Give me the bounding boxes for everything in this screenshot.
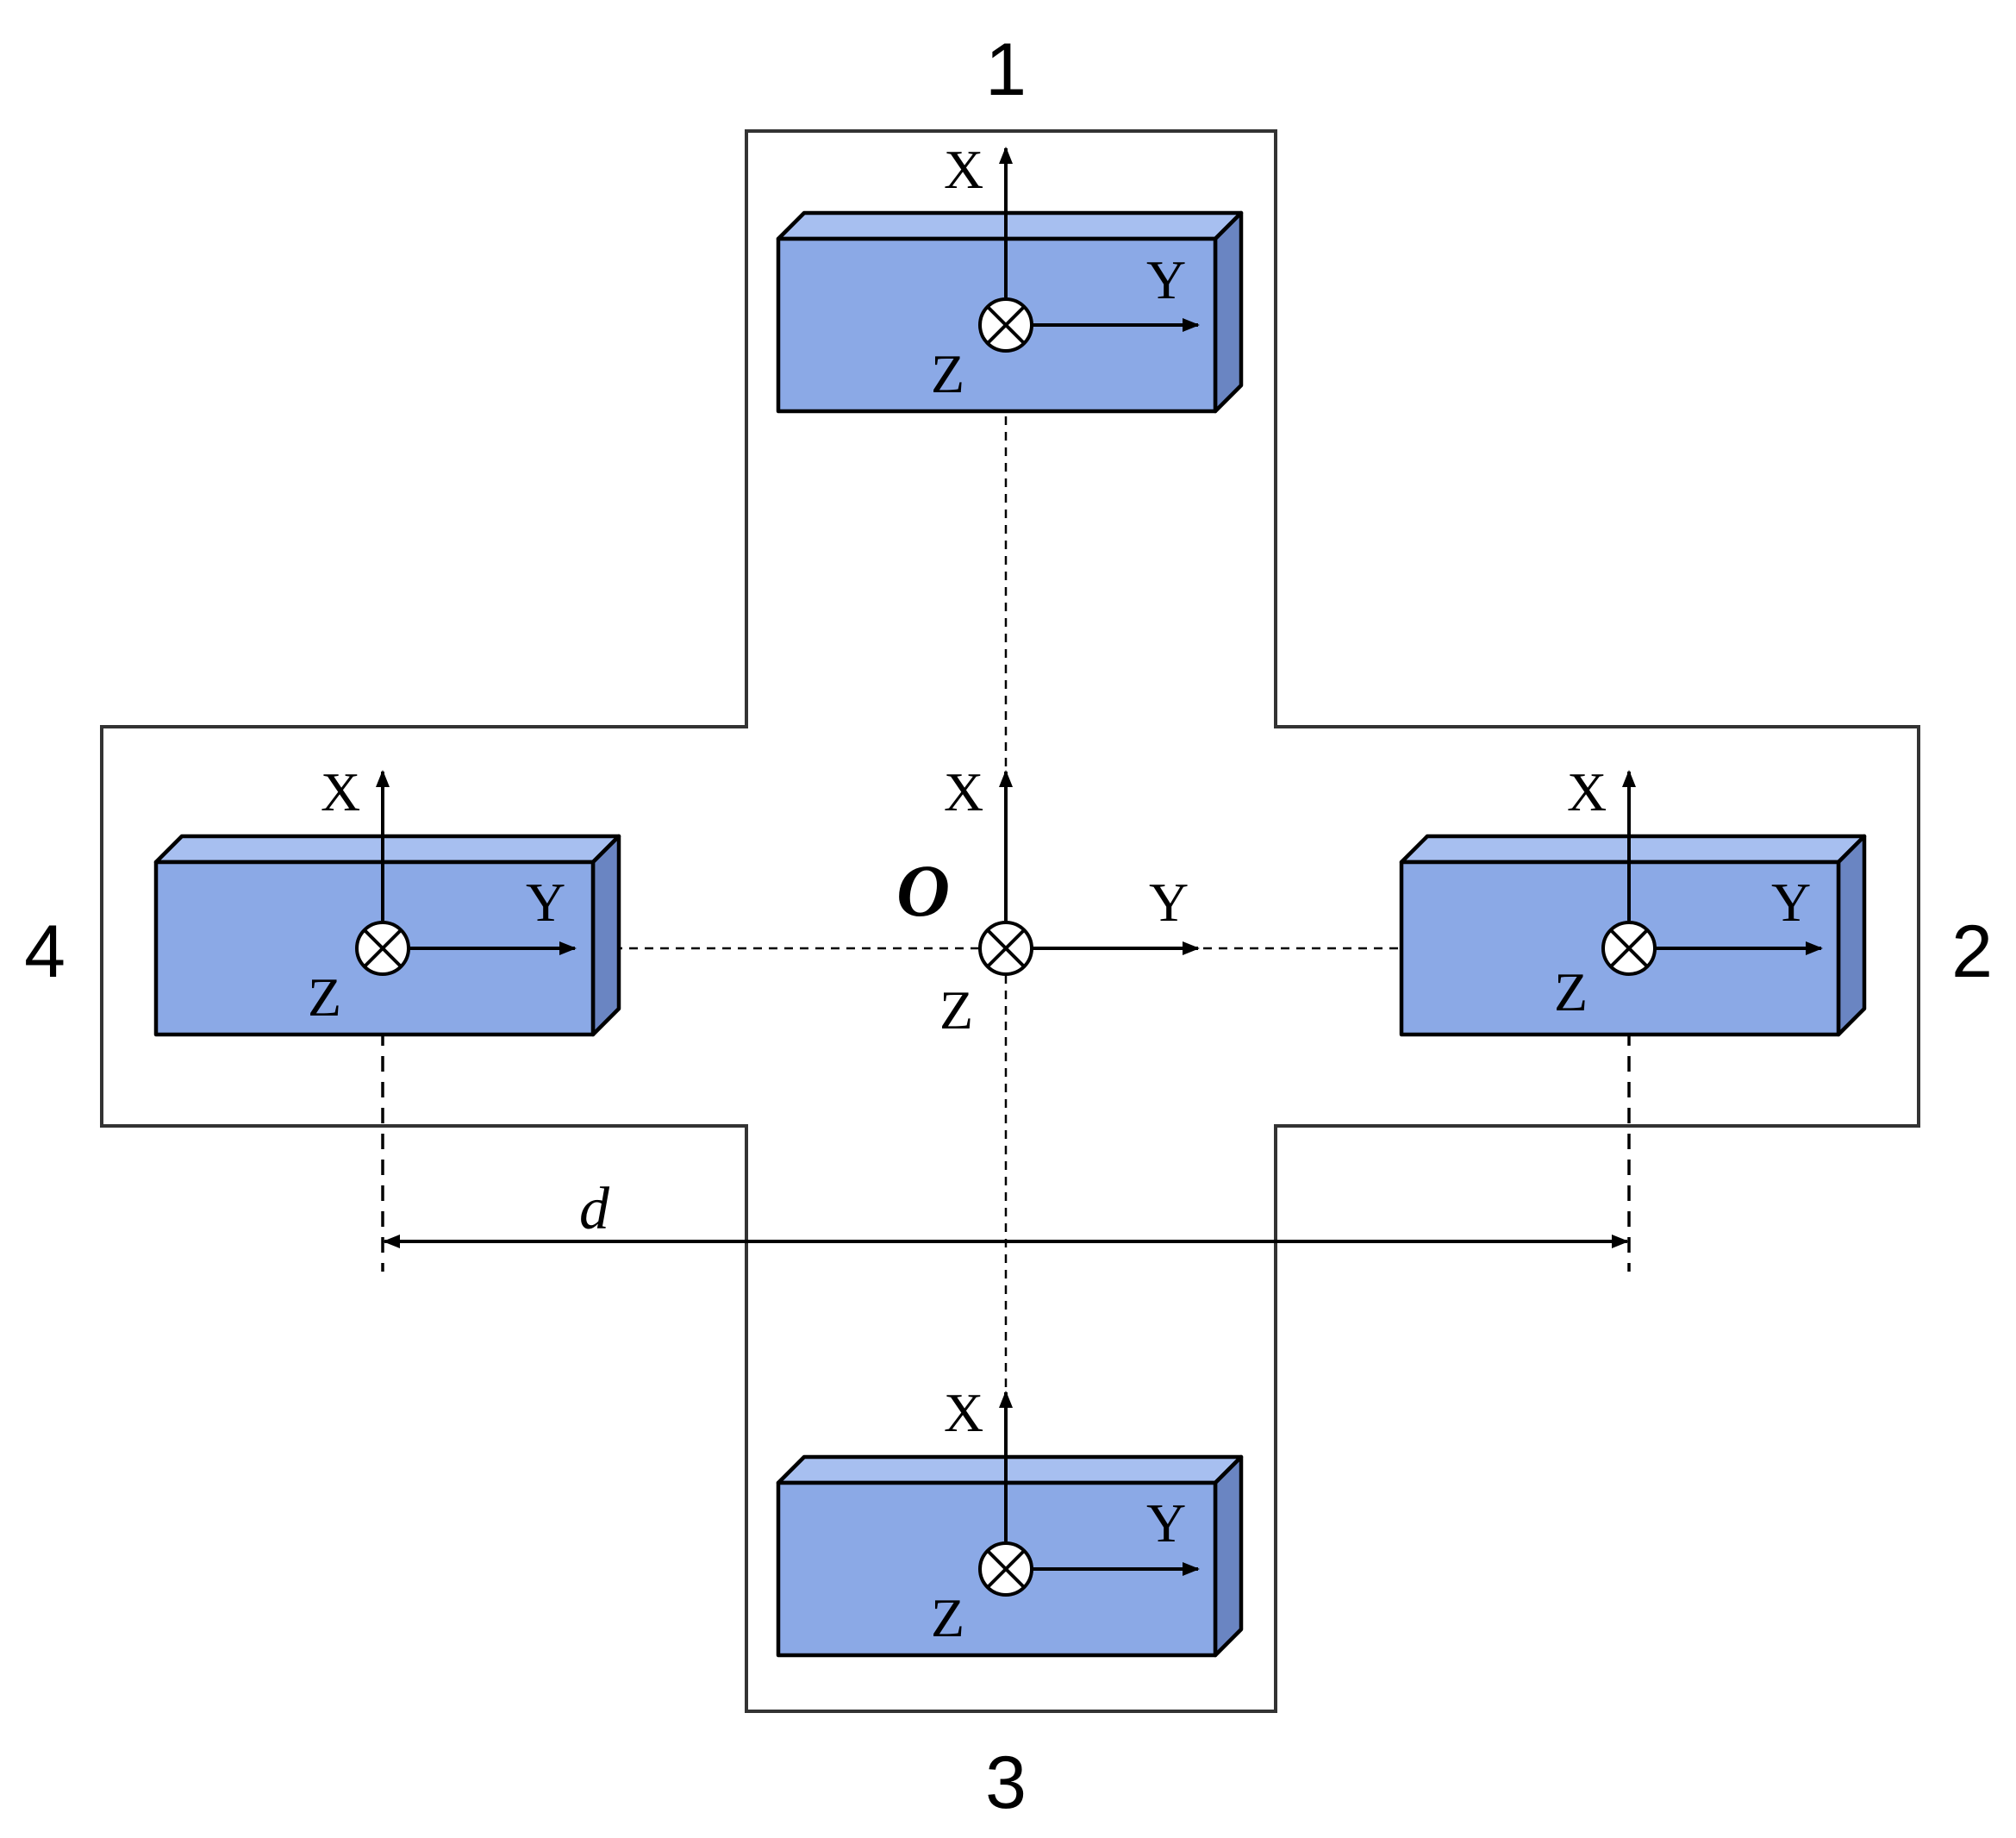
frame-2-z-label: Z <box>1554 961 1588 1022</box>
frame-2-z-axis-icon <box>1601 921 1657 976</box>
frame-1-z-label: Z <box>931 343 964 404</box>
block-3-side-face <box>1213 1454 1244 1658</box>
frame-3-y-label: Y <box>1146 1492 1186 1554</box>
block-4-top-face <box>153 834 621 865</box>
block-1-top-face <box>776 210 1244 241</box>
block-3-top-face <box>776 1454 1244 1485</box>
frame-3-x-label: X <box>944 1382 983 1443</box>
dimension-label: d <box>579 1176 610 1242</box>
frame-4-z-axis-icon <box>355 921 410 976</box>
frame-origin-y-label: Y <box>1149 872 1189 933</box>
frame-1-z-axis-icon <box>978 297 1033 353</box>
position-label-4: 4 <box>24 910 66 993</box>
frame-2-x-label: X <box>1567 761 1607 822</box>
frame-3-z-axis-icon <box>978 1541 1033 1597</box>
frame-1-y-label: Y <box>1146 249 1186 310</box>
frame-4-z-label: Z <box>308 966 341 1028</box>
frame-3-z-label: Z <box>931 1587 964 1648</box>
frame-1-x-label: X <box>944 139 983 200</box>
block-2-top-face <box>1399 834 1867 865</box>
block-1-side-face <box>1213 210 1244 414</box>
frame-origin: X Y Z O <box>896 761 1200 1041</box>
frame-2-y-label: Y <box>1771 872 1811 933</box>
frame-4-x-label: X <box>321 761 360 822</box>
block-2-side-face <box>1836 834 1867 1037</box>
frame-4-y-label: Y <box>526 872 565 933</box>
frame-block-4: X Y Z <box>308 761 577 1028</box>
frame-block-3: X Y Z <box>931 1382 1200 1648</box>
frame-origin-z-axis-icon <box>978 921 1033 976</box>
frame-block-1: X Y Z <box>931 139 1200 404</box>
position-label-3: 3 <box>985 1741 1027 1824</box>
position-label-1: 1 <box>985 28 1027 111</box>
position-label-2: 2 <box>1951 910 1993 993</box>
frame-origin-x-label: X <box>944 761 983 822</box>
frame-origin-z-label: Z <box>939 979 973 1041</box>
block-4-side-face <box>590 834 621 1037</box>
origin-label: O <box>896 849 950 932</box>
frame-block-2: X Y Z <box>1554 761 1823 1022</box>
